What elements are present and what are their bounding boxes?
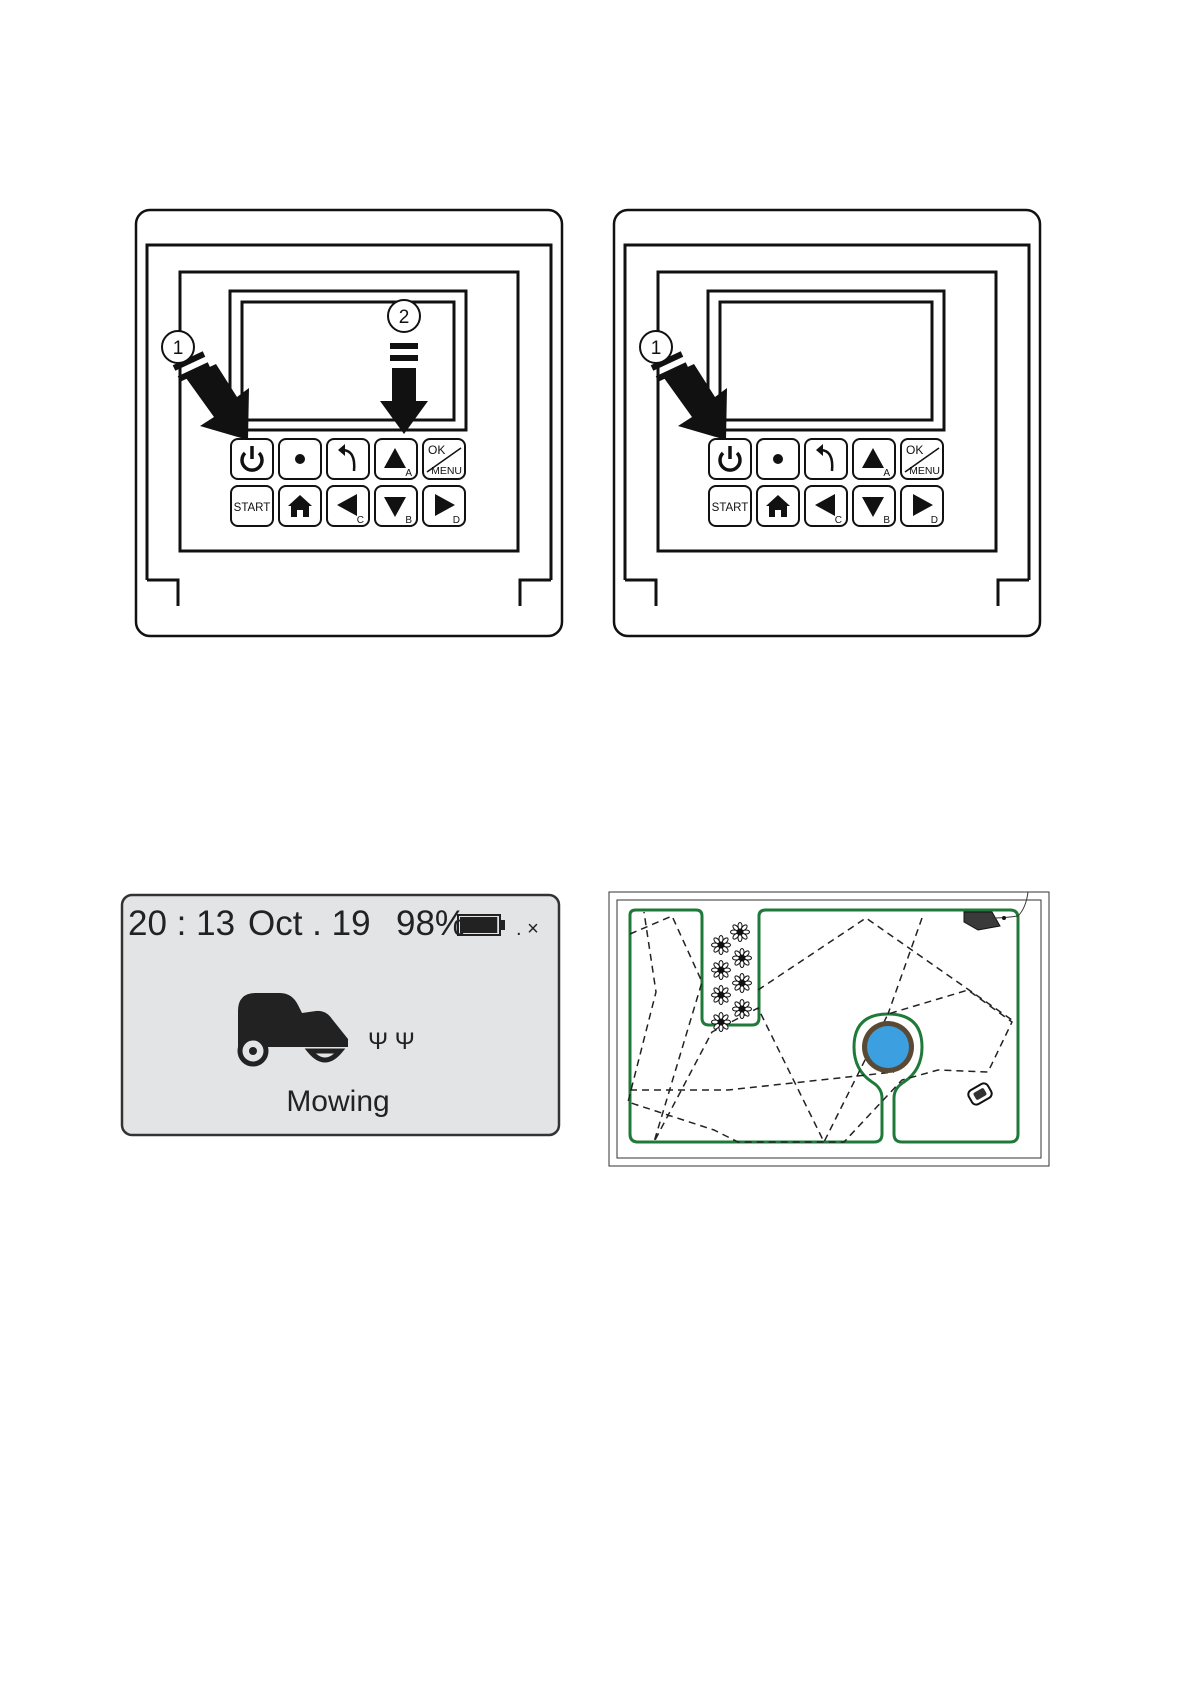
- lcd-time: 20 : 13: [128, 904, 235, 943]
- key-label-top: OK: [906, 443, 923, 457]
- garden-outer-border: [609, 892, 1049, 1166]
- ok-menu-key: OK MENU: [901, 439, 943, 479]
- triangle-up-key: A: [853, 439, 895, 479]
- flower-icon: [733, 949, 752, 968]
- lcd-status-label: Mowing: [286, 1085, 389, 1118]
- key-sublabel: D: [931, 515, 938, 526]
- triangle-right-key: D: [423, 486, 465, 526]
- keypad-panel-left: A OK MENU START C B D 1 2: [134, 208, 564, 638]
- home-key: [279, 486, 321, 526]
- flower-icon: [733, 1000, 752, 1019]
- garden-mowing-map: [608, 872, 1056, 1168]
- callout-number: 2: [399, 307, 410, 328]
- triangle-up-key: A: [375, 439, 417, 479]
- keypad-illustration: A OK MENU START C B D 1: [612, 208, 1042, 638]
- garden-illustration: [608, 872, 1056, 1168]
- triangle-down-key: B: [853, 486, 895, 526]
- triangle-down-key: B: [375, 486, 417, 526]
- start-key: START: [709, 486, 751, 526]
- device-housing: [614, 210, 1040, 636]
- power-key: [231, 439, 273, 479]
- device-housing: [136, 210, 562, 636]
- pond-icon: [862, 1021, 914, 1073]
- back-arrow-key: [327, 439, 369, 479]
- flower-icon: [733, 974, 752, 993]
- key-sublabel: B: [405, 515, 412, 526]
- key-label-top: OK: [428, 443, 445, 457]
- dot-key: [279, 439, 321, 479]
- lcd-illustration: 20 : 13 Oct . 19 98% . × Ψ Ψ Mowing: [120, 893, 562, 1138]
- keypad-panel-right: A OK MENU START C B D 1: [612, 208, 1042, 638]
- flower-icon: [731, 923, 750, 942]
- triangle-right-key: D: [901, 486, 943, 526]
- triangle-left-key: C: [805, 486, 847, 526]
- key-sublabel: A: [883, 468, 890, 479]
- lcd-status-screen: 20 : 13 Oct . 19 98% . × Ψ Ψ Mowing: [120, 893, 562, 1138]
- flower-icon: [712, 936, 731, 955]
- flower-icon: [712, 1013, 731, 1032]
- key-sublabel: B: [883, 515, 890, 526]
- ok-menu-key: OK MENU: [423, 439, 465, 479]
- start-key: START: [231, 486, 273, 526]
- lcd-date: Oct . 19: [248, 904, 371, 943]
- key-label-bottom: MENU: [909, 465, 940, 477]
- key-label: START: [234, 502, 271, 514]
- flower-icon: [712, 961, 731, 980]
- grass-icon: Ψ Ψ: [368, 1028, 415, 1055]
- back-arrow-key: [805, 439, 847, 479]
- flower-icon: [712, 986, 731, 1005]
- dot-icon: [295, 454, 305, 464]
- key-sublabel: D: [453, 515, 460, 526]
- power-key: [709, 439, 751, 479]
- key-label-bottom: MENU: [431, 465, 462, 477]
- triangle-left-key: C: [327, 486, 369, 526]
- keypad-illustration: A OK MENU START C B D 1 2: [134, 208, 564, 638]
- display-screen: [720, 302, 932, 420]
- dot-key: [757, 439, 799, 479]
- home-key: [757, 486, 799, 526]
- lcd-battery-percent: 98%: [396, 904, 466, 943]
- callout-number: 1: [651, 338, 662, 359]
- key-sublabel: A: [405, 468, 412, 479]
- callout-number: 1: [173, 338, 184, 359]
- signal-indicator: . ×: [516, 918, 539, 940]
- key-label: START: [712, 502, 749, 514]
- dot-icon: [773, 454, 783, 464]
- key-sublabel: C: [835, 515, 842, 526]
- key-sublabel: C: [357, 515, 364, 526]
